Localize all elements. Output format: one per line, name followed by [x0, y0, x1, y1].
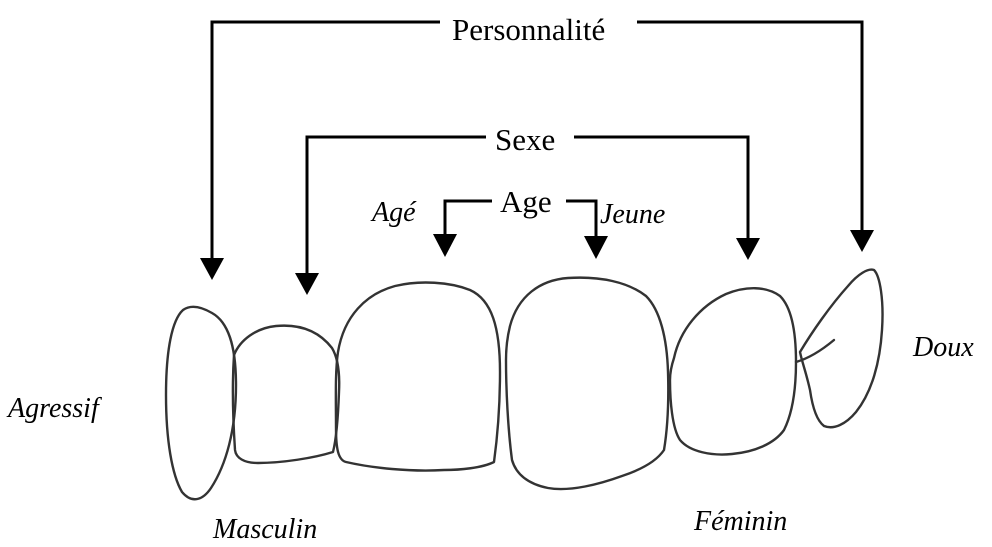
age-bracket-left: [445, 201, 492, 236]
age-old-label: Agé: [372, 199, 416, 227]
sexe-label: Sexe: [495, 124, 555, 155]
feminin-label: Féminin: [694, 508, 787, 536]
arrowhead-doux: [850, 230, 874, 252]
arrowhead-age-young: [584, 236, 608, 259]
age-young-label: Jeune: [600, 201, 665, 229]
tooth-lateral-left: [233, 326, 339, 463]
arrowhead-age-old: [433, 234, 457, 257]
age-bracket-right: [566, 201, 596, 238]
agressif-label: Agressif: [8, 395, 99, 423]
tooth-central-left: [336, 283, 500, 471]
personnalite-label: Personnalité: [452, 14, 605, 45]
tooth-canine-left: [166, 307, 236, 499]
masculin-label: Masculin: [213, 516, 317, 544]
teeth: [166, 270, 883, 500]
arrowhead-feminin: [736, 238, 760, 260]
arrowhead-masculin: [295, 273, 319, 295]
age-label: Age: [500, 186, 552, 217]
doux-label: Doux: [913, 334, 974, 362]
tooth-central-right: [506, 278, 668, 489]
tooth-lateral-right: [670, 288, 796, 454]
arrowhead-agressif: [200, 258, 224, 280]
tooth-canine-right: [800, 270, 883, 428]
